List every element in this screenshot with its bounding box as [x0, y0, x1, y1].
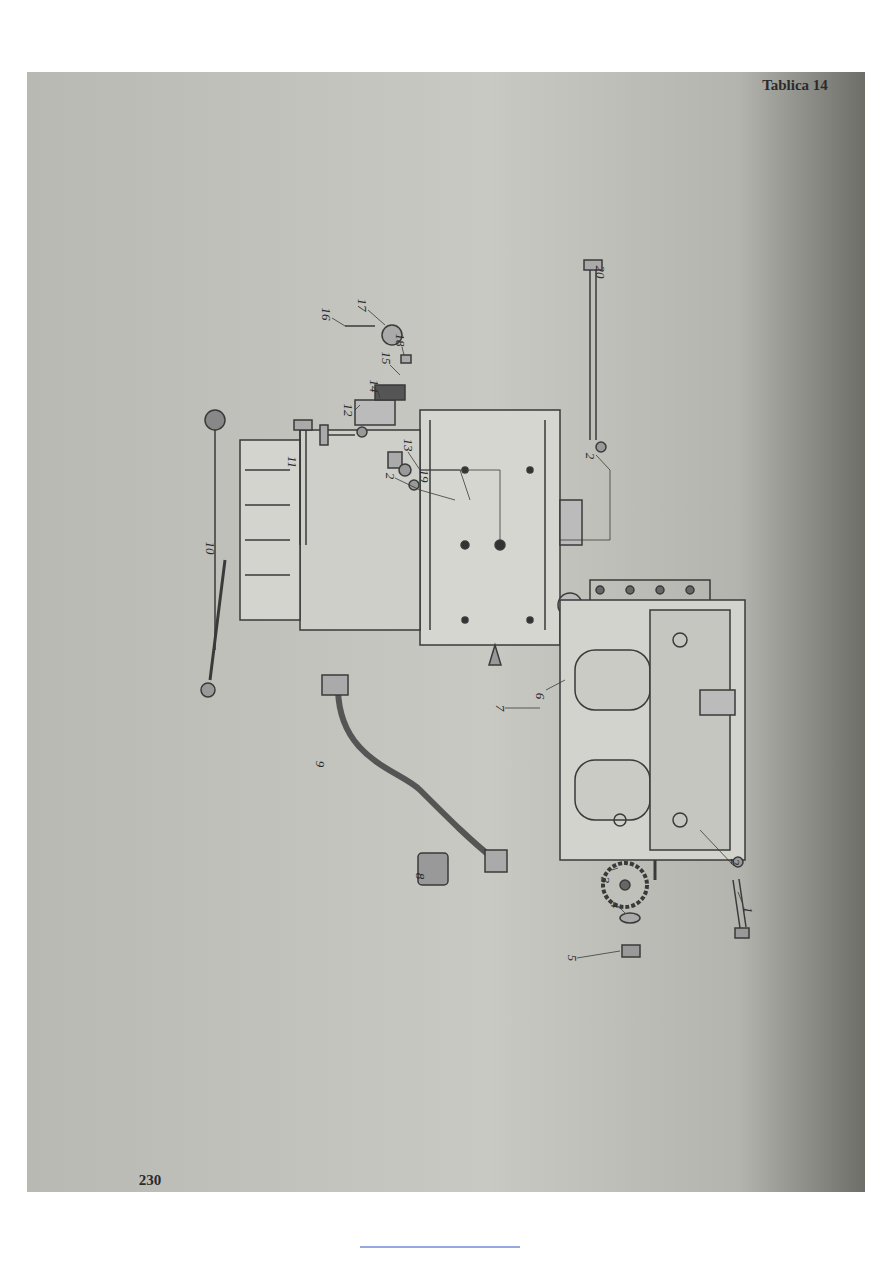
page-heading: 230 — [139, 1173, 162, 1188]
callout-number: 20 — [594, 266, 607, 279]
callout-number: 3 — [599, 877, 612, 884]
callout-number: 14 — [368, 380, 381, 393]
page-heading: Tablica 14 — [762, 78, 828, 93]
exploded-parts — [201, 260, 749, 958]
callout-number: 19 — [418, 470, 431, 483]
callout-number: 4 — [609, 902, 622, 909]
callout-number: 18 — [394, 334, 407, 347]
link-underline — [360, 1246, 520, 1247]
callout-number: 10 — [204, 542, 217, 555]
callout-number: 6 — [534, 693, 547, 700]
callout-number: 2 — [384, 473, 397, 480]
callout-number: 16 — [320, 308, 333, 321]
callout-number: 8 — [414, 873, 427, 880]
callout-number: 2 — [729, 859, 742, 866]
callout-number: 11 — [286, 456, 299, 468]
callout-number: 1 — [742, 907, 755, 914]
callout-number: 12 — [342, 404, 355, 417]
callout-number: 13 — [402, 439, 415, 452]
callout-number: 7 — [494, 705, 507, 712]
callout-number: 2 — [584, 453, 597, 460]
callout-number: 5 — [566, 955, 579, 962]
callout-number: 17 — [356, 299, 369, 312]
callout-number: 15 — [380, 352, 393, 365]
callout-number: 9 — [314, 761, 327, 768]
photo-paper — [27, 72, 865, 1192]
